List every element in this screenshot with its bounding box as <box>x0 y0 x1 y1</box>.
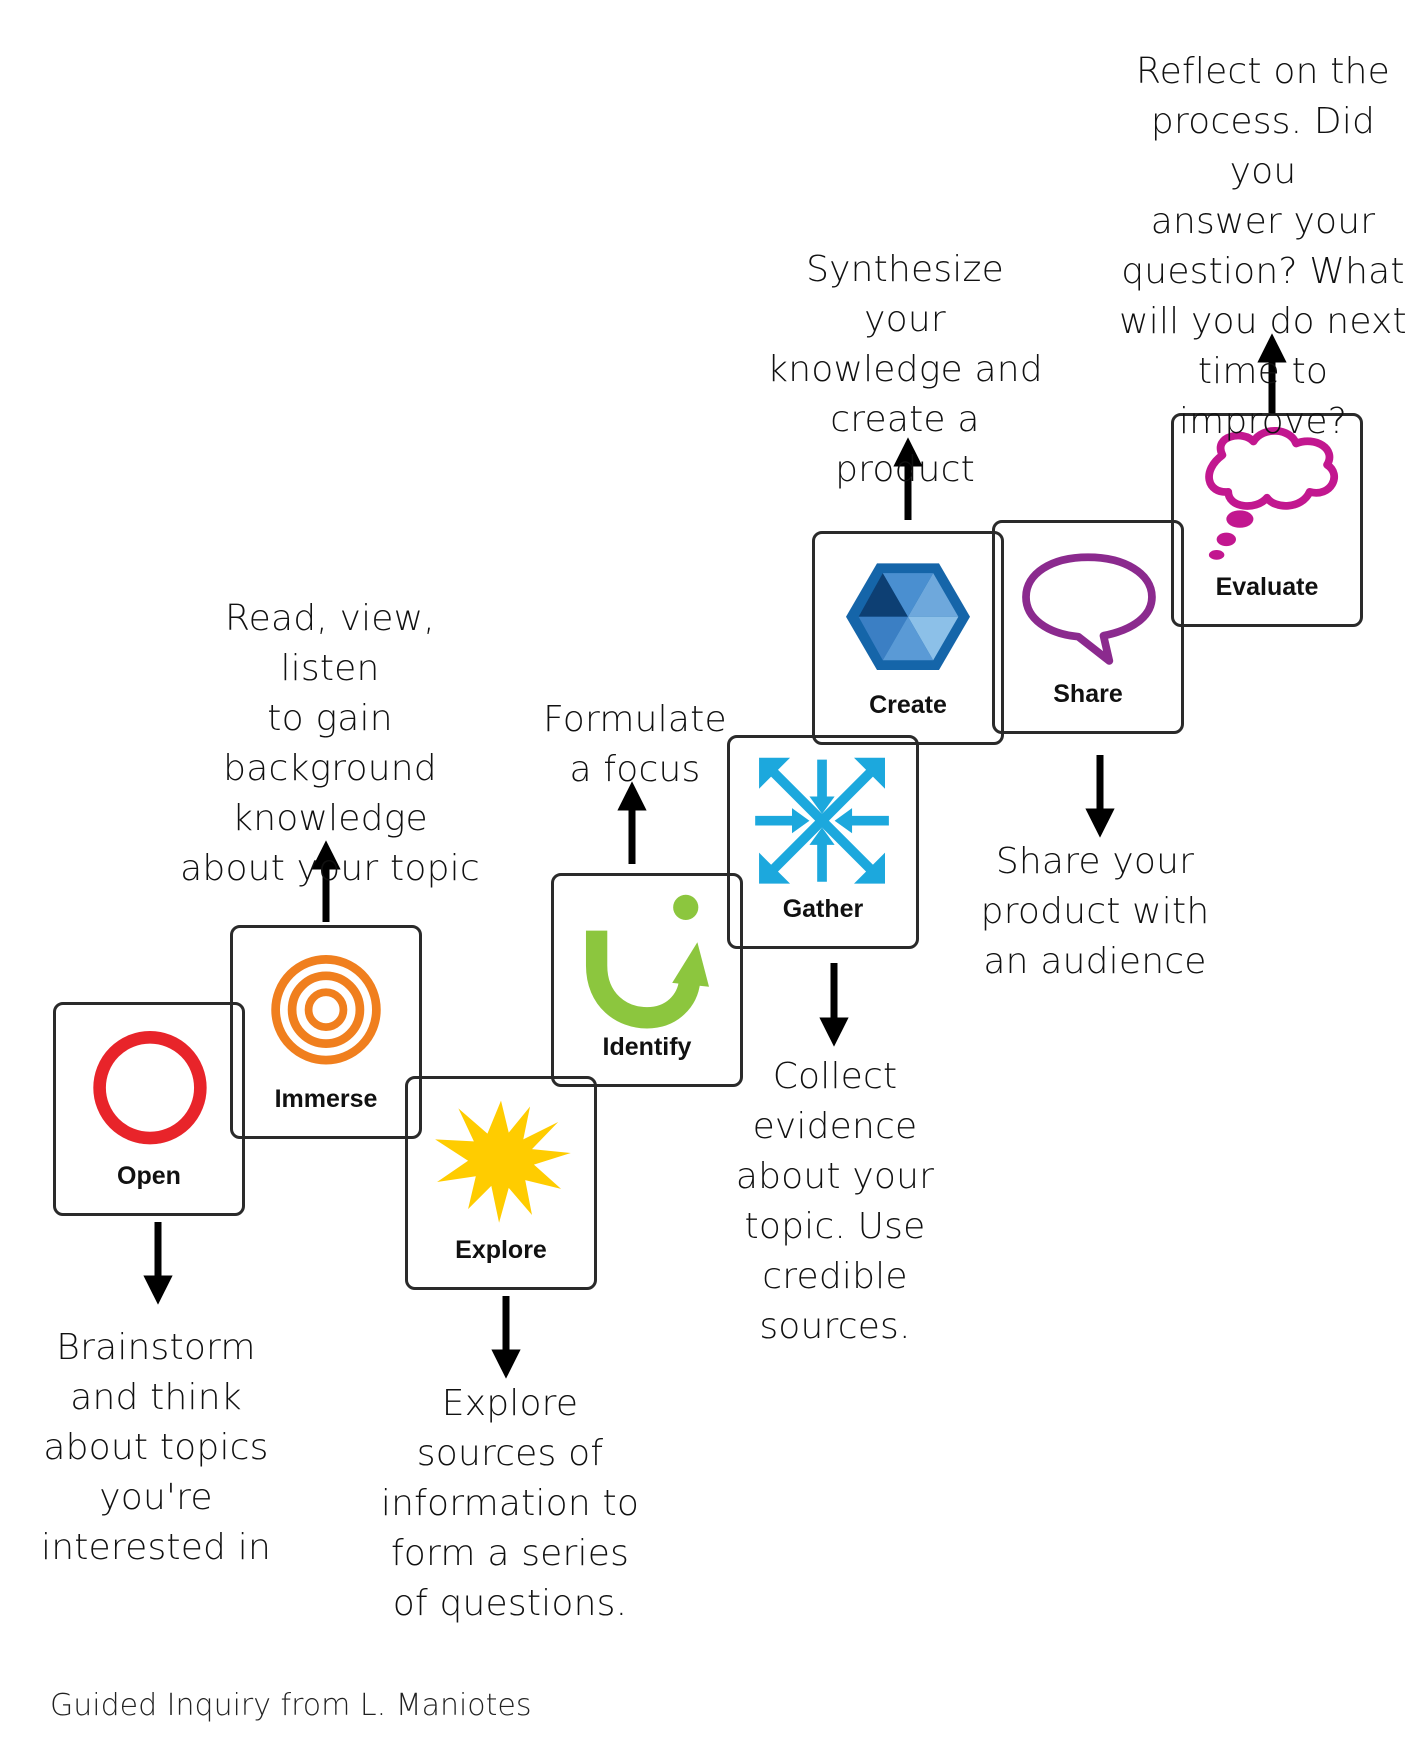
evaluate-thought-bubble-icon <box>1205 427 1339 560</box>
gather-description: Collect evidence about your topic. Use c… <box>735 1056 935 1347</box>
stage-explore: Explore <box>405 1076 597 1290</box>
stage-evaluate: Evaluate <box>1171 413 1363 627</box>
open-ring-icon <box>93 1031 207 1145</box>
stage-create-label: Create <box>869 691 947 719</box>
create-description: Synthesize your knowledge and create a p… <box>767 249 1043 490</box>
stage-identify-label: Identify <box>602 1033 692 1061</box>
stage-identify: Identify <box>551 873 743 1087</box>
stage-immerse: Immerse <box>230 925 422 1139</box>
stage-evaluate-label: Evaluate <box>1215 573 1319 601</box>
stage-explore-label: Explore <box>455 1236 547 1264</box>
immerse-description: Read, view, listen to gain background kn… <box>180 598 480 889</box>
share-speech-bubble-icon <box>1022 553 1156 665</box>
stage-share: Share <box>992 520 1184 734</box>
stage-create: Create <box>812 531 1004 745</box>
evaluate-description: Reflect on the process. Did you answer y… <box>1119 51 1407 442</box>
stage-share-label: Share <box>1053 680 1123 708</box>
share-description: Share your product with an audience <box>980 841 1210 982</box>
explore-description: Explore sources of information to form a… <box>380 1383 640 1624</box>
explore-starburst-icon <box>435 1100 571 1223</box>
identify-u-arrow-icon <box>585 894 709 1029</box>
open-description: Brainstorm and think about topics you're… <box>41 1327 271 1568</box>
stage-gather-label: Gather <box>782 895 864 923</box>
stage-open-label: Open <box>117 1162 181 1190</box>
identify-description: Formulate a focus <box>543 699 727 790</box>
stage-immerse-label: Immerse <box>274 1085 378 1113</box>
footer-credit: Guided Inquiry from L. Maniotes <box>50 1688 532 1723</box>
gather-arrows-icon <box>755 757 889 884</box>
immerse-target-icon <box>271 954 381 1065</box>
create-hexagon-icon <box>846 563 970 670</box>
stage-gather: Gather <box>727 735 919 949</box>
stage-open: Open <box>53 1002 245 1216</box>
